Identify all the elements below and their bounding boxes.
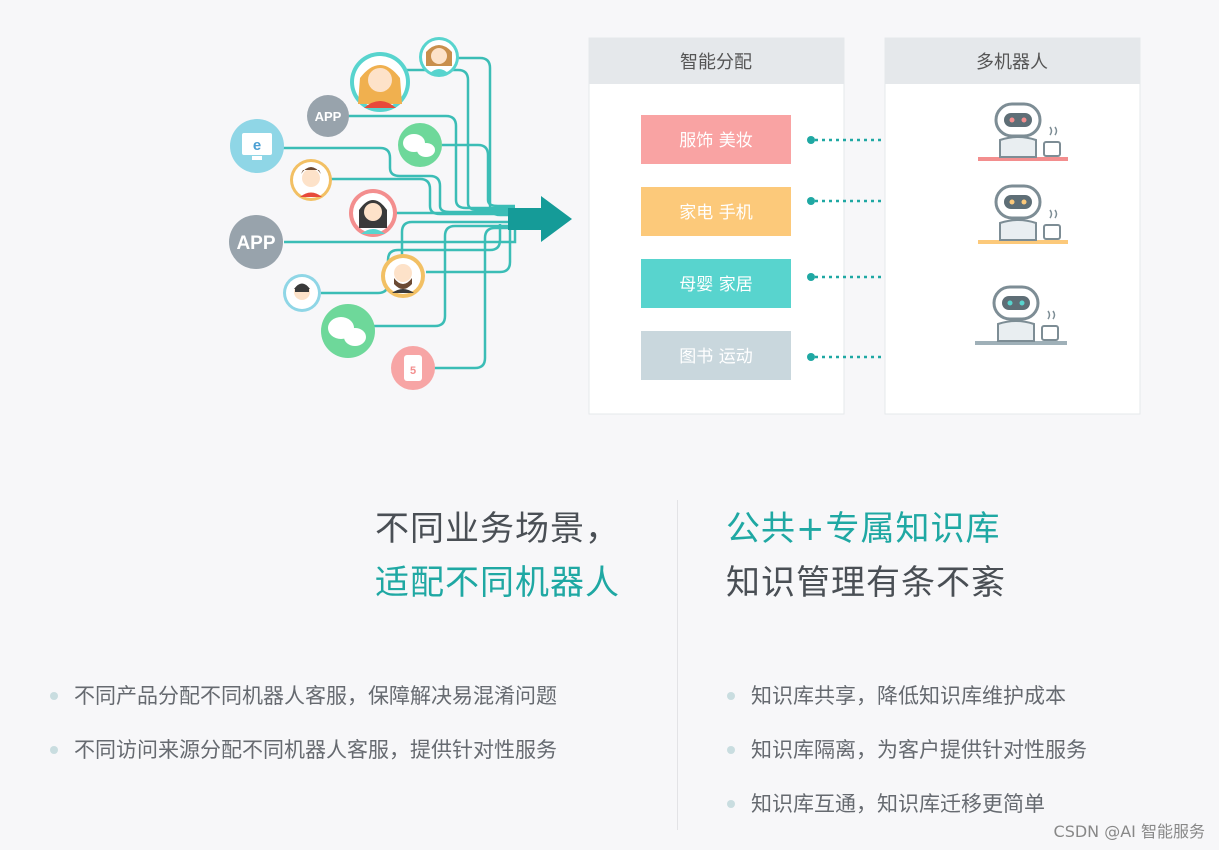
person-icon xyxy=(283,274,321,312)
source-connection-lines xyxy=(282,56,517,370)
watermark: CSDN @AI 智能服务 xyxy=(1053,822,1205,841)
svg-text:e: e xyxy=(253,137,261,154)
app-small-label: APP xyxy=(315,109,342,124)
app-icon: APP xyxy=(307,95,349,137)
knowledge-heading-line1: 公共+专属知识库 xyxy=(726,509,1001,549)
person-icon xyxy=(350,52,410,112)
app-large-label: APP xyxy=(236,233,275,254)
knowledge-heading: 公共+专属知识库 知识管理有条不紊 xyxy=(726,502,1006,610)
category-label-electronics: 家电 手机 xyxy=(679,203,752,223)
person-icon xyxy=(419,37,459,77)
person-icon xyxy=(349,189,397,237)
panel-title-smart-allocation: 智能分配 xyxy=(680,52,752,73)
scenario-heading-line2: 适配不同机器人 xyxy=(375,563,620,603)
arrow-icon xyxy=(508,196,572,242)
knowledge-heading-line2: 知识管理有条不紊 xyxy=(726,563,1006,603)
scenario-heading-line1: 不同业务场景， xyxy=(375,509,620,549)
category-box-apparel xyxy=(641,115,791,164)
category-box-baby-home xyxy=(641,259,791,308)
robot-icon xyxy=(975,285,1067,345)
list-item: 知识库共享，降低知识库维护成本 xyxy=(727,683,1087,737)
category-box-books-sports xyxy=(641,331,791,380)
list-item: 不同访问来源分配不同机器人客服，提供针对性服务 xyxy=(50,737,557,791)
smart-allocation-panel: 智能分配 xyxy=(588,37,845,415)
person-icon xyxy=(290,159,332,201)
category-box-electronics xyxy=(641,187,791,236)
app-icon: APP xyxy=(229,215,283,269)
wechat-icon xyxy=(398,123,442,167)
routing-diagram: APP e APP xyxy=(229,37,1141,415)
robot-icon xyxy=(978,102,1068,161)
ie-browser-icon: e xyxy=(230,119,284,173)
category-label-books-sports: 图书 运动 xyxy=(679,347,752,367)
list-item: 知识库隔离，为客户提供针对性服务 xyxy=(727,737,1087,791)
list-item: 知识库互通，知识库迁移更简单 xyxy=(727,791,1087,845)
category-label-apparel: 服饰 美妆 xyxy=(679,131,752,151)
category-boxes: 服饰 美妆 家电 手机 母婴 家居 图书 运动 xyxy=(641,115,791,380)
person-icon xyxy=(381,254,425,298)
panel-title-multi-robot: 多机器人 xyxy=(976,52,1048,73)
knowledge-bullet-list: 知识库共享，降低知识库维护成本 知识库隔离，为客户提供针对性服务 知识库互通，知… xyxy=(727,683,1087,845)
wechat-icon xyxy=(321,304,375,358)
section-divider xyxy=(677,500,678,830)
html5-icon: 5 xyxy=(391,346,435,390)
robot-icon xyxy=(978,184,1068,244)
category-label-baby-home: 母婴 家居 xyxy=(679,275,752,295)
scenario-bullet-list: 不同产品分配不同机器人客服，保障解决易混淆问题 不同访问来源分配不同机器人客服，… xyxy=(50,683,557,791)
svg-text:5: 5 xyxy=(410,365,416,377)
list-item: 不同产品分配不同机器人客服，保障解决易混淆问题 xyxy=(50,683,557,737)
scenario-heading: 不同业务场景， 适配不同机器人 xyxy=(375,502,620,610)
